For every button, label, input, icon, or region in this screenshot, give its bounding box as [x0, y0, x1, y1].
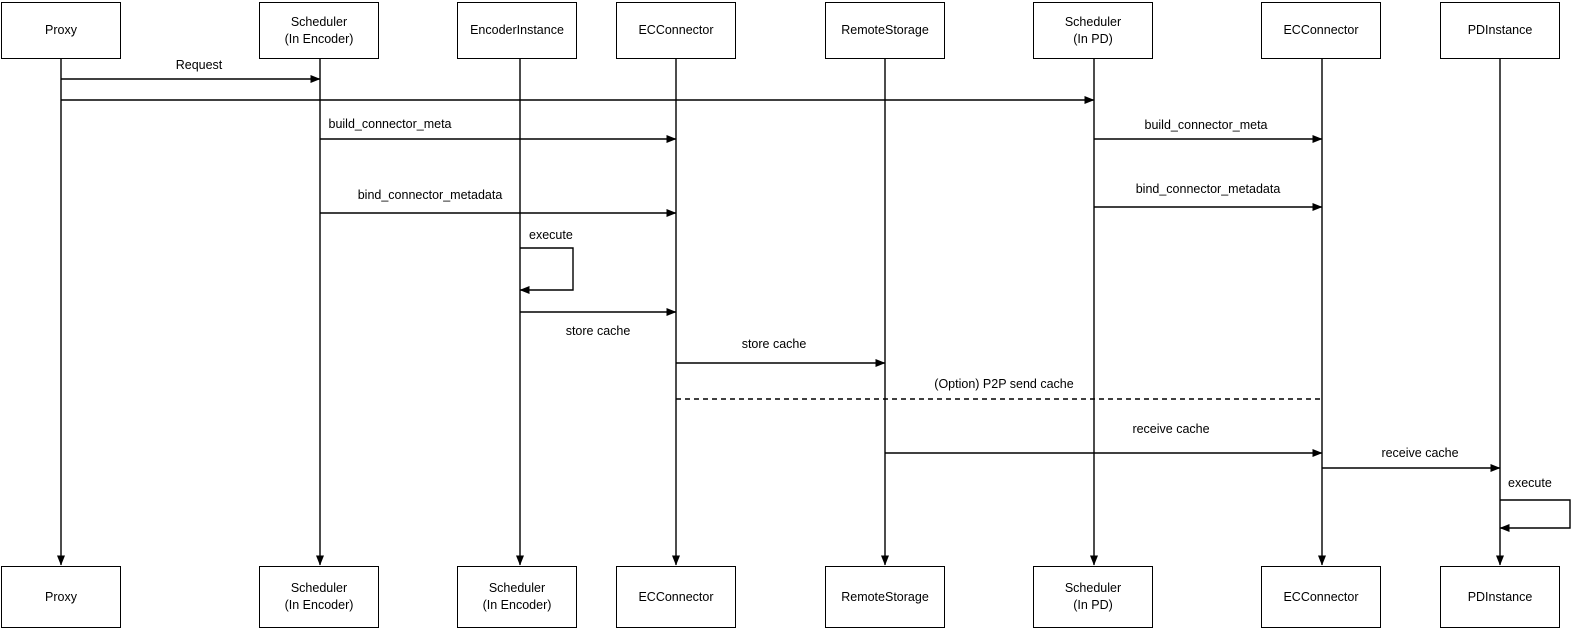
participant-label-line1: PDInstance [1467, 589, 1533, 604]
messages-group [61, 75, 1501, 472]
self-loop-s2 [1499, 499, 1571, 532]
self-loops-group [519, 247, 1571, 532]
participant-label-line1: Scheduler [290, 14, 348, 29]
participant-label-line2: (In PD) [1073, 598, 1113, 612]
participant-box-top-scheduler_enc[interactable]: Scheduler (In Encoder) [259, 2, 379, 59]
participant-label-line2: (In Encoder) [284, 31, 354, 46]
participant-label-line1: RemoteStorage [841, 589, 929, 604]
participant-box-top-proxy[interactable]: Proxy [1, 2, 121, 59]
participant-box-bottom-ec_connector_r[interactable]: ECConnector [1261, 566, 1381, 628]
participant-label-line1: Proxy [45, 23, 77, 38]
participant-label-line1: Scheduler [488, 581, 546, 596]
participant-box-bottom-pd_instance[interactable]: PDInstance [1440, 566, 1560, 628]
message-label-m1: Request [175, 58, 223, 72]
message-label-m3: build_connector_meta [328, 117, 452, 131]
self-loop-label-s2: execute [1508, 476, 1552, 490]
participant-label-line1: PDInstance [1467, 23, 1533, 38]
participant-label-line1: Scheduler [1064, 581, 1122, 596]
participant-label-line1: EncoderInstance [470, 23, 564, 38]
message-label-m10: receive cache [1132, 422, 1210, 436]
message-label-m9: (Option) P2P send cache [934, 377, 1074, 391]
participant-label-line1: Proxy [45, 589, 77, 604]
participant-box-bottom-proxy[interactable]: Proxy [1, 566, 121, 628]
participant-label-line1: RemoteStorage [841, 23, 929, 38]
message-label-m7: store cache [565, 324, 631, 338]
participant-box-top-pd_instance[interactable]: PDInstance [1440, 2, 1560, 59]
message-label-m5: bind_connector_metadata [357, 188, 503, 202]
participant-box-bottom-ec_connector_l[interactable]: ECConnector [616, 566, 736, 628]
participant-label-line1: ECConnector [638, 23, 714, 38]
participant-label-line2: (In Encoder) [482, 598, 552, 612]
self-loop-s1 [519, 247, 574, 294]
participant-label-line1: Scheduler [290, 581, 348, 596]
message-label-m4: build_connector_meta [1144, 118, 1268, 132]
participant-label-line1: Scheduler [1064, 14, 1122, 29]
message-label-m8: store cache [741, 337, 807, 351]
participant-box-bottom-scheduler_pd[interactable]: Scheduler (In PD) [1033, 566, 1153, 628]
lifelines-group [57, 59, 1504, 566]
self-loop-label-s1: execute [529, 228, 573, 242]
message-label-m11: receive cache [1381, 446, 1459, 460]
participant-box-top-ec_connector_r[interactable]: ECConnector [1261, 2, 1381, 59]
participant-label-line1: ECConnector [638, 589, 714, 604]
participant-box-top-ec_connector_l[interactable]: ECConnector [616, 2, 736, 59]
participant-box-top-remote_storage[interactable]: RemoteStorage [825, 2, 945, 59]
participant-label-line2: (In PD) [1073, 31, 1113, 46]
participant-box-top-encoder_inst[interactable]: EncoderInstance [457, 2, 577, 59]
message-label-m6: bind_connector_metadata [1135, 182, 1281, 196]
participant-box-bottom-encoder_inst[interactable]: Scheduler (In Encoder) [457, 566, 577, 628]
participant-label-line1: ECConnector [1283, 23, 1359, 38]
participant-box-top-scheduler_pd[interactable]: Scheduler (In PD) [1033, 2, 1153, 59]
participant-label-line1: ECConnector [1283, 589, 1359, 604]
participant-label-line2: (In Encoder) [284, 598, 354, 612]
participant-box-bottom-remote_storage[interactable]: RemoteStorage [825, 566, 945, 628]
participant-box-bottom-scheduler_enc[interactable]: Scheduler (In Encoder) [259, 566, 379, 628]
